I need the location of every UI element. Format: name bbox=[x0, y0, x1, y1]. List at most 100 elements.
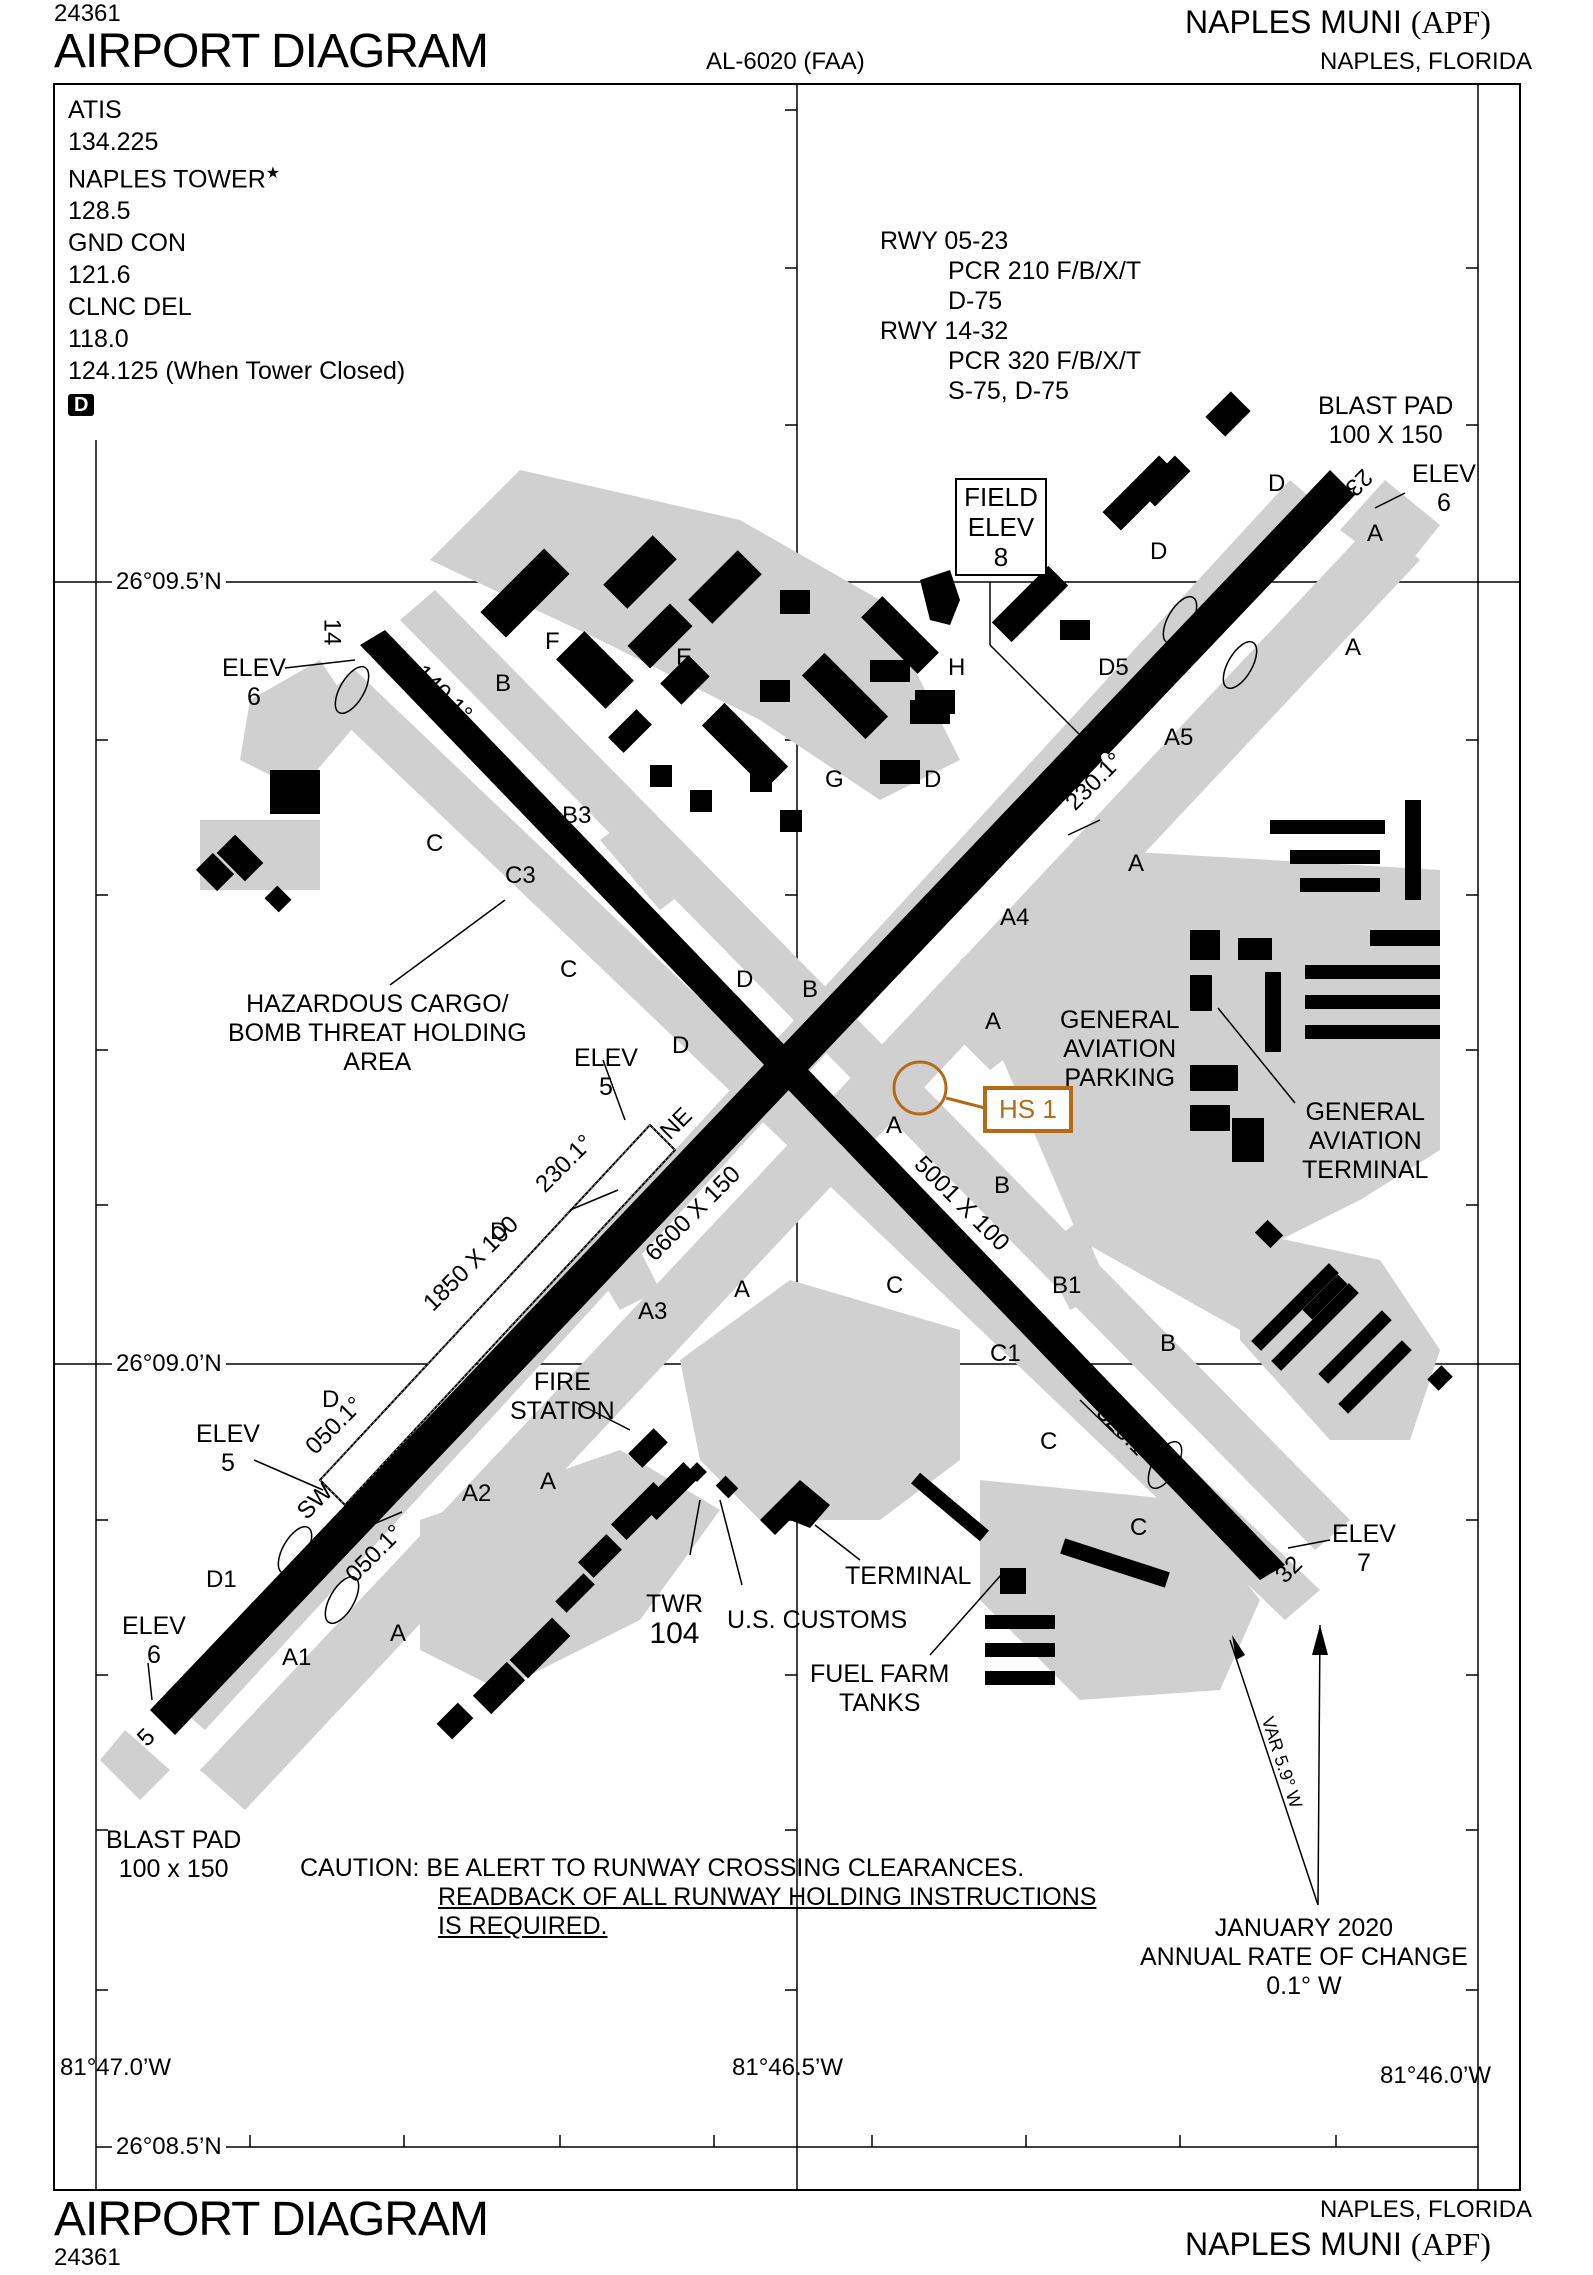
caution-line-2: READBACK OF ALL RUNWAY HOLDING INSTRUCTI… bbox=[438, 1883, 1097, 1911]
taxiway-label-d-sw: D bbox=[490, 1218, 508, 1245]
runway-05-23 bbox=[150, 470, 1355, 1735]
elev-14-title: ELEV bbox=[222, 654, 286, 682]
connector-a4 bbox=[940, 990, 1030, 1070]
blast-pad-ne-dims: 100 X 150 bbox=[1328, 421, 1443, 449]
hazard-line-3: AREA bbox=[343, 1048, 412, 1076]
fuel-farm-line-2: TANKS bbox=[838, 1689, 921, 1717]
caution-prefix: CAUTION: bbox=[300, 1854, 420, 1882]
taxiway-label-b-center: B bbox=[802, 976, 819, 1003]
ramp-north bbox=[430, 470, 960, 800]
tower-label: NAPLES TOWER bbox=[68, 165, 266, 194]
field-elev-label-2: ELEV bbox=[967, 512, 1035, 542]
terminal-apron bbox=[680, 1280, 960, 1520]
lon-label-4650: 81°46.5’W bbox=[732, 2054, 843, 2081]
customs-label: U.S. CUSTOMS bbox=[727, 1606, 908, 1634]
taxiway-label-b-se: B bbox=[1160, 1330, 1177, 1357]
taxiway-label-d1: D1 bbox=[206, 1566, 237, 1593]
blast-pad-sw-title: BLAST PAD bbox=[106, 1826, 242, 1854]
ga-terminal-line-2: AVIATION bbox=[1308, 1127, 1422, 1155]
clnc-freq-2: 124.125 (When Tower Closed) bbox=[68, 357, 406, 386]
tower-star-symbol: ☆ bbox=[780, 811, 798, 835]
elev-sw-title: ELEV bbox=[196, 1420, 260, 1448]
clnc-label: CLNC DEL bbox=[68, 293, 192, 322]
east-apron bbox=[1240, 1230, 1440, 1440]
taxiway-label-h: H bbox=[948, 654, 966, 681]
footer-volume-code: 24361 bbox=[54, 2244, 121, 2271]
ga-parking-line-1: GENERAL bbox=[1060, 1006, 1180, 1034]
rwy1-pcr: PCR 210 F/B/X/T bbox=[948, 257, 1142, 285]
fire-station-line-2: STATION bbox=[510, 1397, 615, 1425]
gnd-freq: 121.6 bbox=[68, 261, 131, 290]
volume-code-top: 24361 bbox=[54, 0, 121, 27]
comms-block: ATIS 134.225 NAPLES TOWER★ 128.5 GND CON… bbox=[68, 94, 405, 421]
taxiway-label-a4: A4 bbox=[1000, 904, 1030, 931]
rwy1-weight: D-75 bbox=[948, 287, 1003, 315]
taxiway-label-d-center: D bbox=[736, 966, 754, 993]
elev-sw-value: 5 bbox=[221, 1449, 235, 1477]
elev-ne-label: ELEV 5 bbox=[574, 1044, 638, 1102]
rwy2-label: RWY 14-32 bbox=[880, 317, 1009, 345]
taxiway-label-d-south: D bbox=[672, 1032, 690, 1059]
mag-north-arrow bbox=[1232, 1635, 1245, 1660]
taxiway-label-c-mid: C bbox=[560, 956, 578, 983]
airport-id: (APF) bbox=[1410, 4, 1491, 40]
rwy1-label: RWY 05-23 bbox=[880, 227, 1009, 255]
taxiway-label-a-east: A bbox=[1128, 850, 1145, 877]
field-elev-value: 8 bbox=[993, 542, 1009, 572]
taxiway-label-d-mid: D bbox=[924, 766, 942, 793]
footer-airport-name-text: NAPLES MUNI bbox=[1185, 2226, 1402, 2262]
elev-ne-value: 5 bbox=[599, 1073, 613, 1101]
taxiway-label-d-ne2: D bbox=[1150, 538, 1168, 565]
blast-pad-sw-label: BLAST PAD 100 x 150 bbox=[106, 1826, 241, 1884]
runway-14-number: 14 bbox=[318, 618, 346, 646]
lon-label-4700: 81°47.0’W bbox=[60, 2054, 171, 2081]
taxiway-label-d5: D5 bbox=[1098, 654, 1129, 681]
tower-star: ★ bbox=[265, 165, 281, 182]
buildings bbox=[195, 391, 1453, 1740]
grid-ticks bbox=[96, 109, 1478, 2147]
magnetic-date: JANUARY 2020 bbox=[1214, 1914, 1394, 1942]
clnc-freq: 118.0 bbox=[68, 325, 129, 354]
taxiway-label-a1: A1 bbox=[282, 1644, 312, 1671]
ga-parking-line-2: AVIATION bbox=[1063, 1035, 1177, 1063]
taxiway-label-a-ne: A bbox=[1367, 520, 1384, 547]
lon-label-4600: 81°46.0’W bbox=[1380, 2062, 1491, 2089]
ga-parking-label: GENERAL AVIATION PARKING bbox=[1060, 1006, 1179, 1093]
runway-05-23-marker bbox=[1101, 753, 1109, 761]
footer-airport-name: NAPLES MUNI (APF) bbox=[1185, 2226, 1491, 2263]
elev-23-label: ELEV 6 bbox=[1412, 460, 1476, 518]
hazardous-cargo-label: HAZARDOUS CARGO/ BOMB THREAT HOLDING ARE… bbox=[228, 990, 527, 1077]
taxiway-label-b1: B1 bbox=[1052, 1272, 1082, 1299]
taxiway-label-c3: C3 bbox=[505, 862, 536, 889]
lat-label-0850: 26°08.5’N bbox=[112, 2133, 226, 2161]
elev-32-value: 7 bbox=[1357, 1549, 1371, 1577]
runway-sw-ne-strip bbox=[318, 1123, 677, 1507]
runway-14-32 bbox=[360, 630, 1285, 1580]
blast-pad-ne-title: BLAST PAD bbox=[1318, 392, 1454, 420]
runway-sw-ne-strip-pattern bbox=[319, 1124, 676, 1506]
taxiway-label-c1: C1 bbox=[990, 1340, 1021, 1367]
fire-station-label: FIRE STATION bbox=[510, 1368, 615, 1426]
fire-station-line-1: FIRE bbox=[533, 1368, 591, 1396]
taxiway-label-a2: A2 bbox=[462, 1480, 492, 1507]
atis-label: ATIS bbox=[68, 96, 122, 124]
ramp-west bbox=[240, 660, 360, 790]
elev-23-title: ELEV bbox=[1412, 460, 1476, 488]
runway-data-block: RWY 05-23 PCR 210 F/B/X/T D-75 RWY 14-32… bbox=[880, 226, 1141, 406]
blast-pad-sw bbox=[100, 1730, 170, 1800]
fuel-farm-label: FUEL FARM TANKS bbox=[810, 1660, 949, 1718]
hazard-line-2: BOMB THREAT HOLDING bbox=[228, 1019, 527, 1047]
ga-terminal-line-1: GENERAL bbox=[1305, 1098, 1425, 1126]
rate-of-change-block: JANUARY 2020 ANNUAL RATE OF CHANGE 0.1° … bbox=[1140, 1914, 1468, 2001]
fuel-farm-line-1: FUEL FARM bbox=[810, 1660, 950, 1688]
elev-5-value: 6 bbox=[147, 1641, 161, 1669]
blast-pad-sw-dims: 100 x 150 bbox=[118, 1855, 229, 1883]
tower-elevation: 104 bbox=[649, 1617, 700, 1650]
blast-pad-ne bbox=[1340, 480, 1440, 575]
tower-label: TWR 104 bbox=[646, 1590, 703, 1650]
hotspot-hs1-box[interactable]: HS 1 bbox=[983, 1086, 1073, 1133]
connector-b1 bbox=[1040, 1220, 1110, 1310]
footer-airport-id: (APF) bbox=[1410, 2226, 1491, 2262]
taxiway-label-a-south: A bbox=[886, 1112, 903, 1139]
